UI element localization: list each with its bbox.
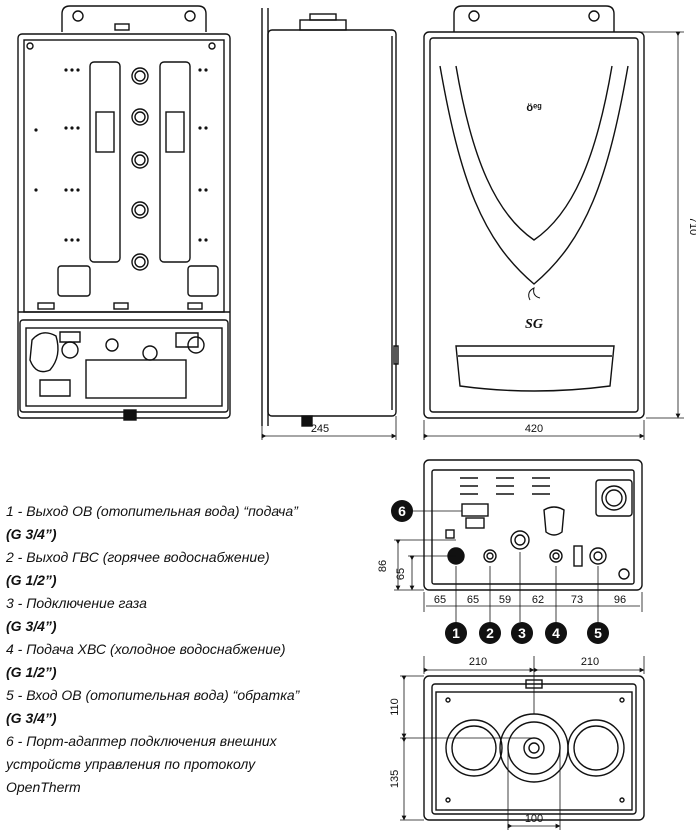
dim-135: 135 (389, 770, 401, 788)
legend-item-2-spec: (G 1/2”) (6, 572, 57, 588)
badge-3: 3 (518, 625, 526, 641)
sg-brand-icon: SG (525, 287, 543, 332)
dim-spacing-2: 65 (467, 594, 479, 606)
badge-5: 5 (594, 625, 602, 641)
top-view (423, 675, 645, 821)
dim-spacing-6: 96 (614, 594, 626, 606)
bottom-view (423, 459, 643, 591)
badge-4: 4 (552, 625, 560, 641)
badge-2: 2 (486, 625, 494, 641)
legend-item-1-spec: (G 3/4”) (6, 526, 57, 542)
dim-210-left: 210 (469, 656, 487, 668)
dim-210-right: 210 (581, 656, 599, 668)
front-view (423, 5, 645, 419)
side-view (261, 8, 399, 440)
legend-item-5-spec: (G 3/4”) (6, 710, 57, 726)
legend-item-4-spec: (G 1/2”) (6, 664, 57, 680)
legend-item-4: 4 - Подача ХВС (холодное водоснабжение) (6, 641, 286, 657)
depth-dimension: 245 (311, 423, 329, 435)
legend-item-2: 2 - Выход ГВС (горячее водоснабжение) (6, 549, 270, 565)
badge-6: 6 (398, 503, 406, 519)
legend-item-1: 1 - Выход ОВ (отопительная вода) “подача… (6, 503, 298, 519)
dim-spacing-1: 65 (434, 594, 446, 606)
legend-item-3-spec: (G 3/4”) (6, 618, 57, 634)
dim-100: 100 (525, 813, 543, 825)
dim-86: 86 (377, 560, 389, 572)
legend-item-6-line2: устройств управления по протоколу (6, 756, 256, 772)
back-view (17, 5, 231, 421)
height-dimension: 710 (687, 217, 696, 235)
legend-item-5: 5 - Вход ОВ (отопительная вода) “обратка… (6, 687, 300, 703)
sg-mark: SG (525, 317, 543, 332)
brand-logo: ӧᵉᶢ (526, 102, 542, 114)
dim-110: 110 (389, 698, 401, 716)
dim-spacing-4: 62 (532, 594, 544, 606)
dim-spacing-3: 59 (499, 594, 511, 606)
connections-legend: 1 - Выход ОВ (отопительная вода) “подача… (6, 500, 336, 799)
width-dimension: 420 (525, 423, 543, 435)
dim-65-vertical: 65 (395, 568, 407, 580)
legend-item-6-line3: OpenTherm (6, 779, 81, 795)
dim-spacing-5: 73 (571, 594, 583, 606)
legend-item-6-line1: 6 - Порт-адаптер подключения внешних (6, 733, 277, 749)
connection-badges: 1 2 3 4 5 6 (391, 500, 609, 644)
legend-item-3: 3 - Подключение газа (6, 595, 147, 611)
badge-1: 1 (452, 625, 460, 641)
